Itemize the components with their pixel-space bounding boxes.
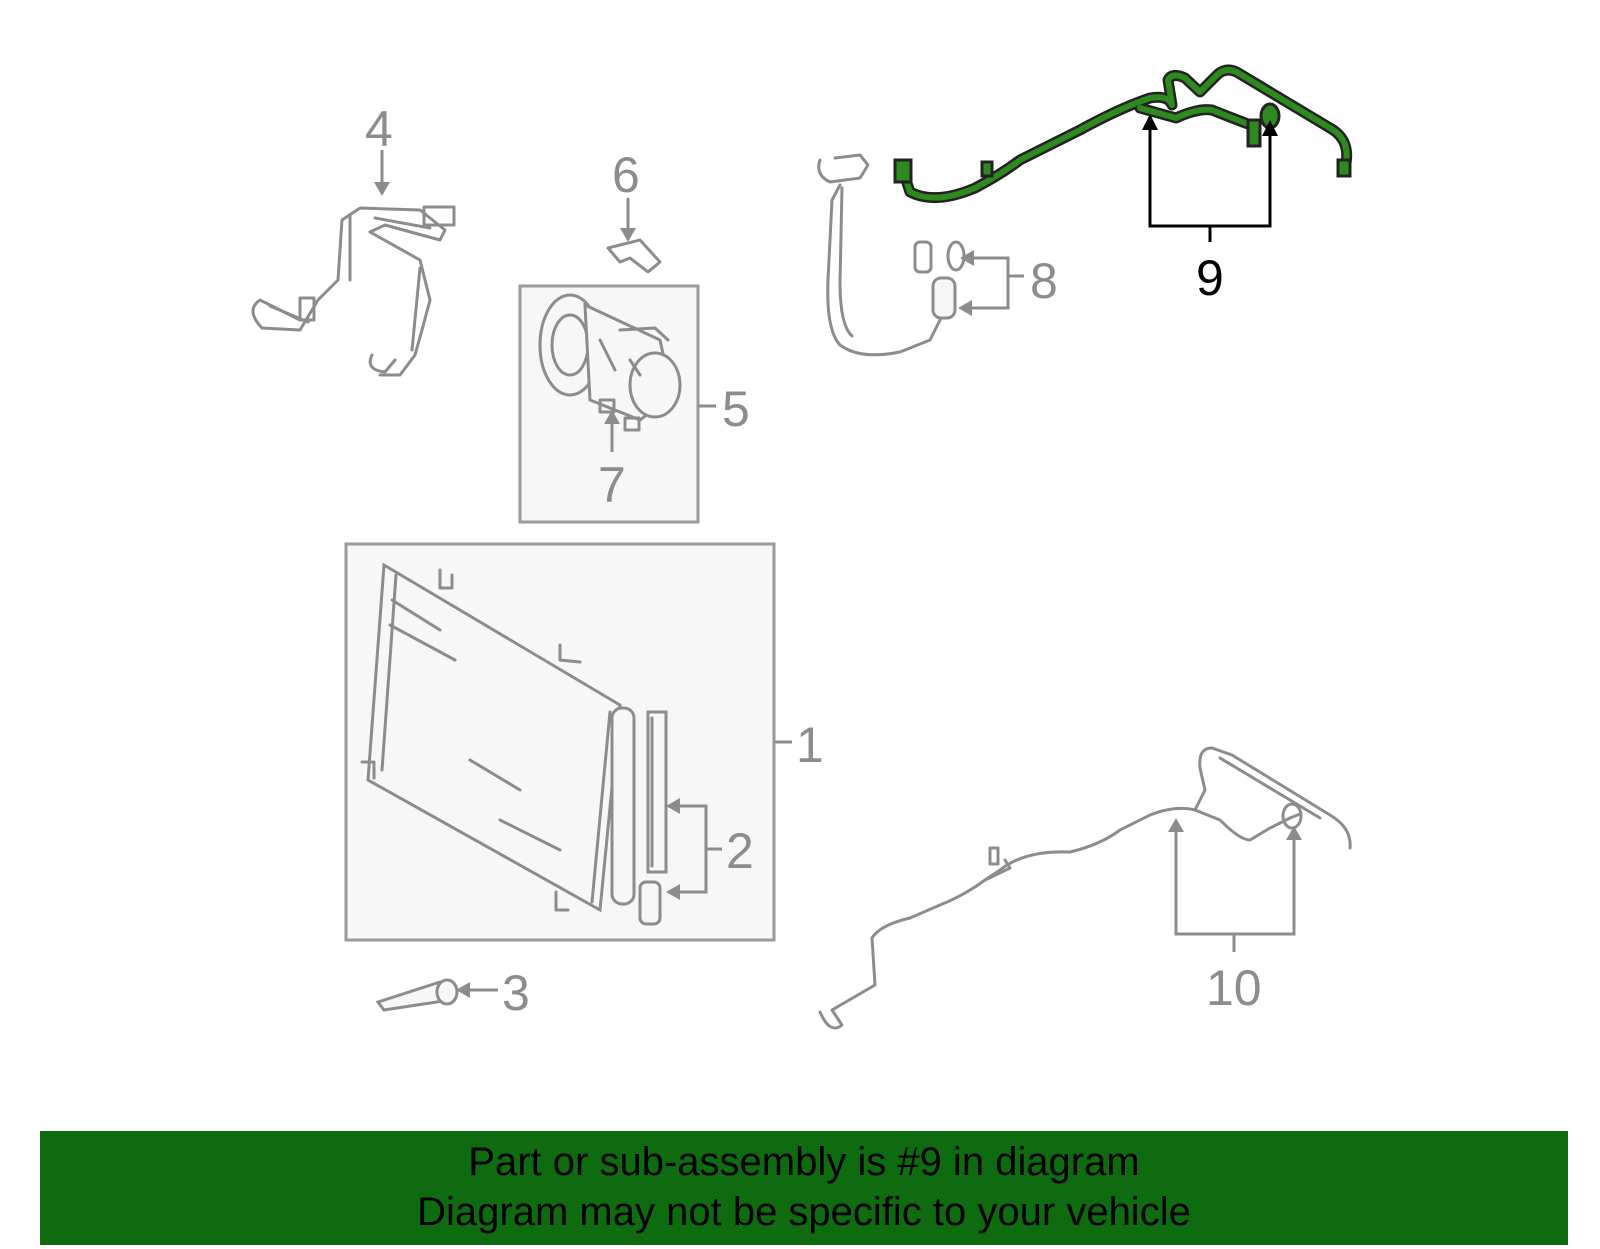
- callout-9-arrowhead-a: [1142, 114, 1158, 130]
- callout-5[interactable]: 5: [722, 381, 750, 437]
- callout-10-arrowhead-a: [1168, 818, 1184, 832]
- callout-6-arrowhead: [620, 228, 636, 242]
- callout-4[interactable]: 4: [365, 101, 393, 157]
- callout-10[interactable]: 10: [1206, 960, 1262, 1016]
- part-4-hose[interactable]: [251, 205, 456, 377]
- callout-9[interactable]: 9: [1196, 250, 1224, 306]
- callout-2-bracket: [672, 804, 722, 894]
- callout-4-arrowhead: [374, 182, 390, 196]
- callout-7-arrowhead: [604, 410, 620, 424]
- part-9-tube[interactable]: [893, 64, 1353, 204]
- part-10-tube[interactable]: [818, 746, 1352, 1030]
- callout-6[interactable]: 6: [612, 147, 640, 203]
- banner-line-2: Diagram may not be specific to your vehi…: [417, 1190, 1191, 1234]
- callout-2-arrowhead-b: [666, 884, 680, 900]
- callout-2-arrowhead-a: [666, 798, 680, 814]
- callout-10-arrowhead-b: [1286, 826, 1302, 840]
- callout-9-bracket: [1148, 122, 1272, 242]
- callout-3-arrowhead: [456, 982, 470, 998]
- part-5-compressor[interactable]: [538, 293, 682, 432]
- callout-8-bracket: [964, 256, 1024, 310]
- callout-8-arrowhead-a: [960, 250, 974, 266]
- callout-7[interactable]: 7: [598, 457, 626, 513]
- info-banner: Part or sub-assembly is #9 in diagram Di…: [40, 1131, 1568, 1245]
- part-1-condenser[interactable]: [360, 562, 668, 926]
- part-3-sensor[interactable]: [375, 978, 459, 1012]
- part-6-bracket[interactable]: [606, 238, 662, 274]
- callout-8-arrowhead-b: [958, 300, 972, 316]
- callout-3[interactable]: 3: [502, 965, 530, 1021]
- part-8-hose[interactable]: [817, 153, 966, 357]
- callout-1[interactable]: 1: [796, 717, 824, 773]
- callout-8[interactable]: 8: [1030, 253, 1058, 309]
- callout-10-bracket: [1174, 824, 1296, 952]
- callout-2[interactable]: 2: [726, 823, 754, 879]
- callout-9-arrowhead-b: [1262, 120, 1278, 136]
- banner-line-1: Part or sub-assembly is #9 in diagram: [468, 1140, 1140, 1184]
